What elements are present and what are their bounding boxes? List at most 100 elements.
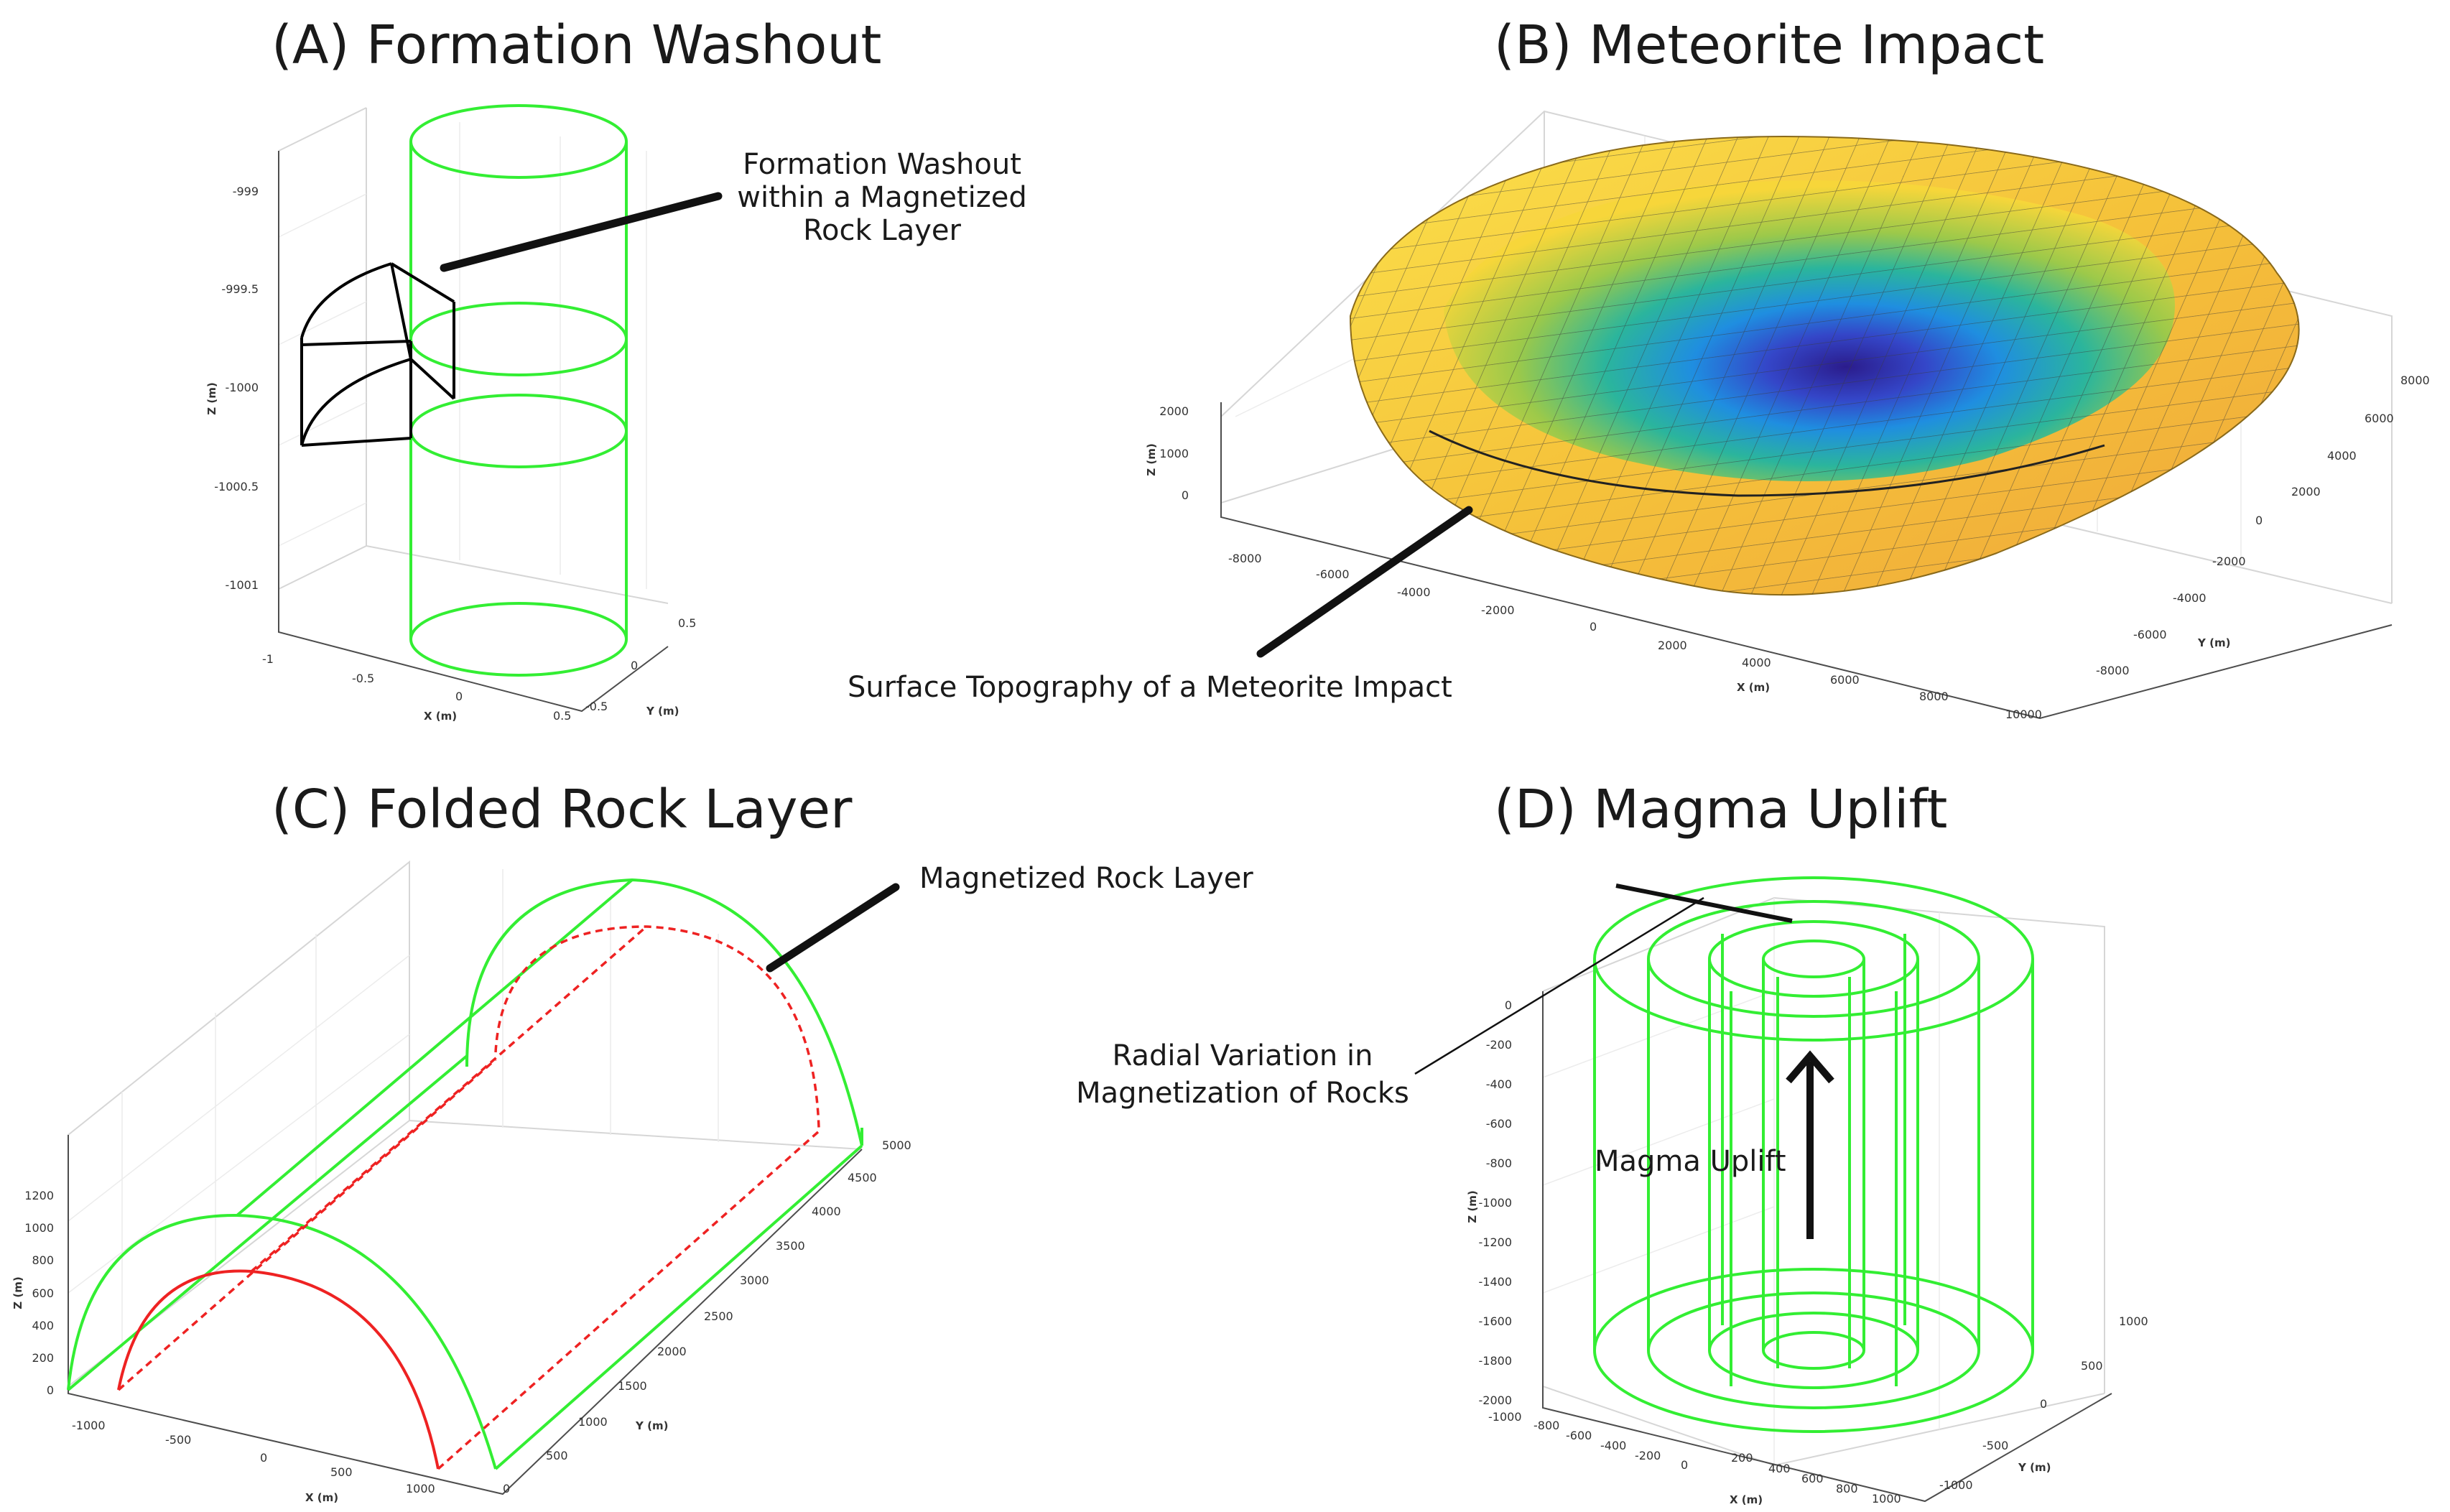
z-tick: -1600 [1479,1314,1513,1328]
x-tick: -2000 [1481,603,1515,617]
x-tick: 500 [330,1465,353,1479]
panel-b-surface [1349,136,2300,596]
x-tick: 400 [1768,1462,1791,1475]
x-tick: -500 [165,1433,191,1447]
panel-a: (A) Formation Washout -999 -999.5 -1000 … [205,14,1027,723]
y-tick: -500 [1982,1439,2008,1452]
panel-a-x-ticks: -1 -0.5 0 0.5 [262,652,571,723]
y-tick: 500 [2081,1359,2103,1373]
z-tick: -999 [233,185,259,198]
y-tick: 8000 [2400,374,2430,387]
z-tick: -1200 [1479,1235,1513,1249]
x-tick: 0 [260,1451,267,1465]
y-tick: -8000 [2096,664,2130,677]
z-tick: -800 [1486,1156,1512,1170]
z-tick: -999.5 [221,282,259,296]
z-tick: -1800 [1479,1354,1513,1368]
x-tick: 10000 [2005,708,2042,721]
panel-c-x-ticks: -1000 -500 0 500 1000 [72,1419,435,1495]
panel-d-concentric-cylinders [1593,876,2034,1433]
z-tick: -1001 [226,578,259,592]
y-tick: 6000 [2365,412,2394,425]
y-tick: 0 [2040,1397,2047,1411]
z-axis-label: Z (m) [1145,443,1158,476]
y-tick: 3500 [776,1239,805,1253]
z-tick: 1000 [1159,447,1189,460]
z-tick: 800 [32,1253,54,1267]
x-tick: 0 [1590,620,1597,634]
panel-c-inner-fold [117,925,820,1470]
y-tick: -1000 [1939,1478,1973,1492]
x-tick: 0 [1681,1458,1688,1472]
panel-a-axes-box [278,107,669,713]
panel-a-annotation-pointer [440,192,723,272]
z-tick: -1000 [226,381,259,394]
x-tick: -8000 [1228,552,1262,565]
x-tick: -0.5 [352,672,374,685]
y-tick: 0 [631,659,638,672]
y-tick: 3000 [740,1274,769,1287]
x-axis-label: X (m) [305,1491,338,1504]
panel-b-x-ticks: -8000 -6000 -4000 -2000 0 2000 4000 6000… [1228,552,2042,721]
annotation-line: Magnetization of Rocks [1076,1077,1409,1110]
annotation-line: Rock Layer [803,214,961,247]
panel-a-title: (A) Formation Washout [272,14,881,76]
panel-c-y-ticks: 5000 4500 4000 3500 3000 2500 2000 1500 … [503,1138,911,1495]
y-tick: 0 [503,1482,510,1495]
z-tick: -1400 [1479,1275,1513,1289]
y-tick: 4000 [2327,449,2357,463]
y-axis-label: Y (m) [646,705,679,718]
panel-c-annotation-pointer [766,883,900,973]
y-tick: 1000 [578,1415,608,1429]
x-tick: -4000 [1397,585,1431,599]
panel-c: (C) Folded Rock Layer 1200 1000 800 600 … [11,779,1253,1504]
y-tick: 0 [2255,514,2263,527]
x-tick: 0.5 [553,709,571,723]
y-tick: -4000 [2173,591,2207,605]
panel-d-y-ticks: 1000 500 0 -500 -1000 [1939,1314,2148,1492]
panel-d-annotation: Radial Variation in Magnetization of Roc… [1076,1039,1409,1110]
x-tick: 0 [455,690,463,703]
panel-b: (B) Meteorite Impact 2000 1000 0 Z (m) -… [848,14,2430,721]
y-tick: 2000 [657,1345,687,1358]
panel-d-x-ticks: -1000 -800 -600 -400 -200 0 200 400 600 … [1488,1410,1901,1506]
y-axis-label: Y (m) [2018,1461,2051,1474]
panel-d-uplift-arrow [1786,1050,1834,1239]
annotation-line: Radial Variation in [1113,1039,1373,1072]
y-tick: 2000 [2291,485,2321,498]
y-axis-label: Y (m) [2197,636,2230,649]
z-tick: -400 [1486,1077,1512,1091]
x-tick: 200 [1731,1451,1753,1465]
panel-d-arrow-label: Magma Uplift [1595,1145,1786,1178]
z-tick: -200 [1486,1038,1512,1052]
x-tick: 1000 [406,1482,435,1495]
y-tick: -2000 [2212,555,2246,568]
panel-c-axes-box [68,860,863,1495]
y-tick: 1500 [618,1379,647,1393]
panel-d-axes-box [1542,896,2112,1503]
x-tick: 6000 [1830,673,1860,687]
annotation-line: within a Magnetized [737,181,1026,214]
y-tick: 4000 [812,1205,841,1218]
x-axis-label: X (m) [1730,1493,1763,1506]
x-tick: -1000 [72,1419,106,1432]
panel-c-outer-fold [67,878,863,1470]
x-tick: 1000 [1872,1492,1901,1506]
x-tick: -1 [262,652,274,666]
y-tick: 1000 [2119,1314,2148,1328]
y-tick: -6000 [2133,628,2167,641]
x-tick: 4000 [1742,656,1771,669]
panel-b-title: (B) Meteorite Impact [1494,14,2044,76]
annotation-line: Formation Washout [743,148,1021,181]
z-tick: 0 [47,1383,54,1397]
z-axis-label: Z (m) [1466,1190,1479,1223]
z-tick: 200 [32,1351,54,1365]
x-tick: -800 [1533,1419,1559,1432]
panel-c-title: (C) Folded Rock Layer [272,779,853,840]
panel-a-y-ticks: 0.5 0 -0.5 [585,616,696,713]
panel-c-z-ticks: 1200 1000 800 600 400 200 0 [24,1189,54,1397]
z-tick: -2000 [1479,1393,1513,1407]
x-axis-label: X (m) [424,710,457,723]
z-tick: 600 [32,1286,54,1300]
x-tick: -6000 [1316,567,1350,581]
